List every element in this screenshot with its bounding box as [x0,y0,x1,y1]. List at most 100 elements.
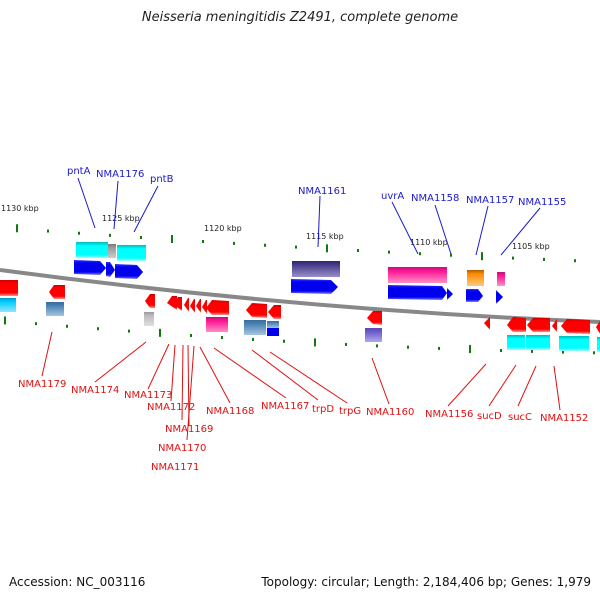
minor-tick [512,256,514,260]
gene-label[interactable]: NMA1173 [124,390,172,401]
feature-box[interactable] [144,312,154,326]
gene-label[interactable]: trpD [312,404,334,415]
cds-arrow-forward[interactable] [74,260,106,275]
minor-tick [543,257,545,261]
scale-label: 1110 kbp [410,238,448,247]
major-tick [171,235,173,244]
gene-label[interactable]: NMA1171 [151,462,199,473]
reverse-leader-lines [41,331,561,441]
minor-tick [295,245,297,249]
gene-label[interactable]: sucD [477,411,502,422]
feature-box[interactable] [46,302,64,316]
cds-arrow-reverse[interactable] [561,319,590,334]
feature-box[interactable] [365,328,382,342]
cds-arrow-reverse[interactable] [507,317,526,332]
cds-arrow-reverse[interactable] [552,319,557,332]
gene-label[interactable]: pntB [150,174,174,185]
gene-label[interactable]: sucC [508,412,532,423]
minor-tick [574,259,576,263]
forward-feature-boxes [76,242,505,286]
feature-box[interactable] [388,267,447,283]
scale-label: 1105 kbp [512,242,550,251]
gene-label[interactable]: NMA1174 [71,385,119,396]
gene-label[interactable]: NMA1172 [147,402,195,413]
cds-arrow-reverse[interactable] [0,280,18,296]
cds-arrow-reverse[interactable] [196,299,201,313]
cds-arrow-reverse[interactable] [167,296,177,310]
feature-box[interactable] [292,261,340,277]
minor-tick [283,339,285,343]
feature-box[interactable] [526,335,550,350]
cds-arrow-forward[interactable] [496,290,503,304]
minor-tick [190,334,192,338]
gene-label[interactable]: NMA1157 [466,195,514,206]
major-tick [326,244,328,253]
cds-arrow-reverse[interactable] [145,294,155,308]
gene-label[interactable]: NMA1158 [411,193,459,204]
feature-box[interactable] [117,245,146,261]
cds-arrow-reverse[interactable] [268,305,281,319]
scale-label: 1125 kbp [102,214,140,223]
minor-tick [252,337,254,341]
minor-tick [357,249,359,253]
cds-arrow-reverse[interactable] [246,303,267,318]
gene-label[interactable]: pntA [67,166,91,177]
feature-box[interactable] [108,244,116,258]
minor-tick [140,235,142,239]
feature-box[interactable] [559,336,589,351]
feature-box[interactable] [267,321,279,328]
major-tick [16,224,18,233]
feature-box[interactable] [507,335,525,350]
feature-box[interactable] [244,320,266,335]
cds-arrow-reverse[interactable] [484,317,490,330]
gene-label[interactable]: NMA1179 [18,379,66,390]
cds-arrow-forward[interactable] [106,262,115,277]
cds-arrow-reverse[interactable] [190,299,195,313]
feature-box[interactable] [497,272,505,286]
cds-arrow-forward[interactable] [447,288,453,300]
minor-tick [78,231,80,235]
cds-arrow-reverse[interactable] [596,321,600,334]
reverse-feature-boxes [0,298,600,352]
gene-label[interactable]: NMA1161 [298,186,346,197]
gene-label[interactable]: uvrA [381,191,404,202]
minor-tick [221,336,223,340]
cds-arrow-forward[interactable] [388,285,447,300]
cds-arrow-forward[interactable] [291,279,338,294]
gene-label[interactable]: NMA1155 [518,197,566,208]
gene-label[interactable]: NMA1169 [165,424,213,435]
cds-arrow-reverse[interactable] [202,300,207,314]
feature-box[interactable] [467,270,484,286]
gene-label[interactable]: NMA1168 [206,406,254,417]
gene-label[interactable]: NMA1156 [425,409,473,420]
gene-label[interactable]: NMA1152 [540,413,588,424]
cds-arrow-reverse[interactable] [49,285,65,299]
cds-arrow-reverse[interactable] [367,311,382,325]
cds-arrow-reverse[interactable] [184,298,189,312]
cds-arrow-forward[interactable] [115,264,143,279]
gene-label[interactable]: NMA1167 [261,401,309,412]
cds-arrow-forward[interactable] [466,289,483,302]
scale-label: 1115 kbp [306,232,344,241]
inner-tick-ring [4,316,595,355]
minor-tick [128,329,130,333]
gene-label[interactable]: trpG [339,406,361,417]
cds-arrow-reverse[interactable] [206,300,229,315]
feature-box[interactable] [597,337,600,352]
cds-arrow-reverse[interactable] [527,318,550,332]
minor-tick [47,229,49,233]
feature-box[interactable] [0,298,16,312]
major-tick [469,345,471,354]
minor-tick [407,345,409,349]
gene-label[interactable]: NMA1176 [96,169,144,180]
reverse-gene-labels: NMA1179 NMA1174 NMA1173 NMA1172 NMA1169 … [18,379,588,473]
cds-arrow-reverse[interactable] [173,297,182,311]
feature-box[interactable] [206,317,228,332]
gene-label[interactable]: NMA1170 [158,443,206,454]
feature-box[interactable] [267,328,279,336]
feature-box[interactable] [76,242,108,258]
forward-gene-labels: pntA NMA1176 pntB NMA1161 uvrA NMA1158 N… [67,166,566,208]
forward-leader-lines [77,177,541,256]
minor-tick [264,243,266,247]
gene-label[interactable]: NMA1160 [366,407,414,418]
